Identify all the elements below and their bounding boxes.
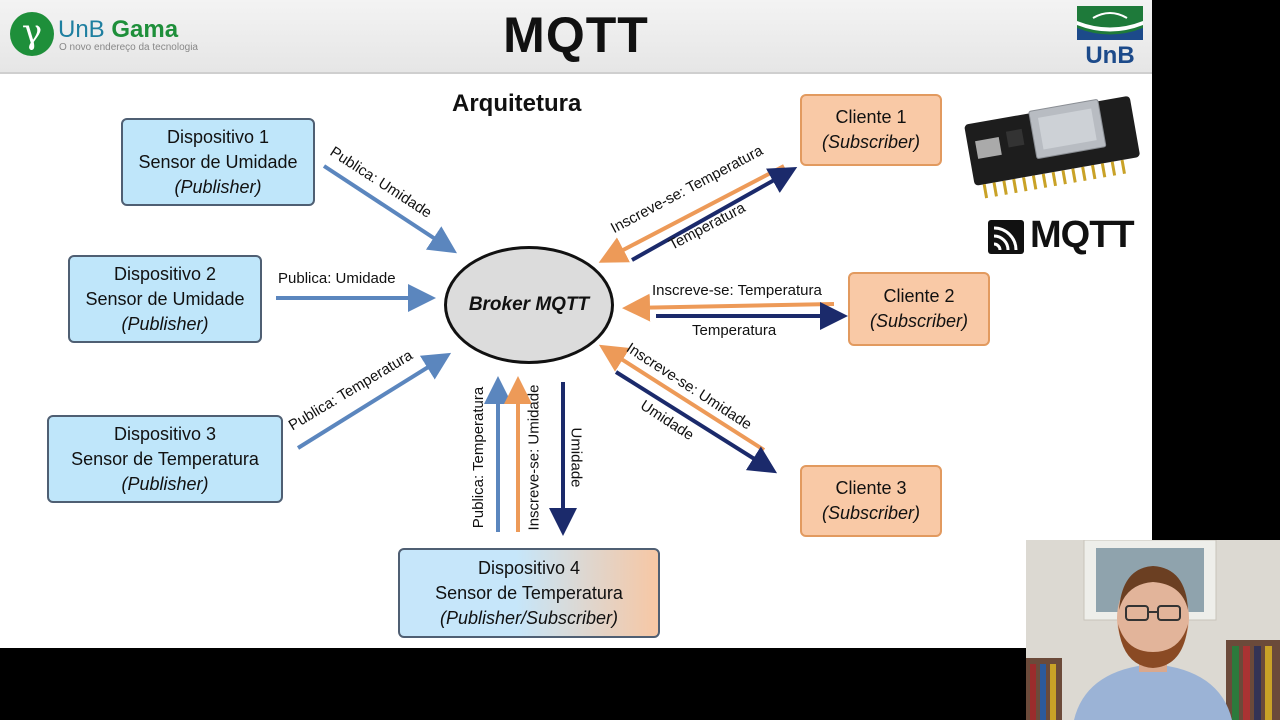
broker-label: Broker MQTT <box>468 294 590 315</box>
client-3-role: (Subscriber) <box>821 503 921 523</box>
device-3-title: Dispositivo 3 <box>113 423 217 444</box>
unb-gama-logo-name: UnB Gama <box>58 16 179 43</box>
label-d2-publish: Publica: Umidade <box>278 270 396 287</box>
unb-gama-logo-icon: γ <box>10 12 54 56</box>
arrow-c1-deliver <box>631 167 798 262</box>
slide-title: MQTT <box>503 7 649 63</box>
client-1-role: (Subscriber) <box>821 132 921 152</box>
slide: γ UnB Gama O novo endereço da tecnologia… <box>0 0 1152 648</box>
diagram-subtitle: Arquitetura <box>452 90 582 117</box>
arrows-layer <box>276 164 848 536</box>
broker-ellipse: Broker MQTT <box>444 246 614 364</box>
device-4-title: Dispositivo 4 <box>477 557 581 578</box>
arrow-c1-subscribe <box>598 164 785 263</box>
device-4-role: (Publisher/Subscriber) <box>439 607 619 628</box>
unb-flag-icon <box>1077 6 1143 40</box>
client-2-box: Cliente 2 (Subscriber) <box>848 272 990 346</box>
device-1-role: (Publisher) <box>174 176 262 197</box>
unb-logo-text: UnB <box>1085 42 1135 69</box>
client-2-title: Cliente 2 <box>883 286 955 306</box>
slide-header: γ UnB Gama O novo endereço da tecnologia… <box>0 0 1152 74</box>
arrow-c3-subscribe <box>598 344 766 452</box>
device-2-sensor: Sensor de Umidade <box>85 288 245 309</box>
mqtt-logo-text: MQTT <box>1030 214 1135 256</box>
device-3-box: Dispositivo 3 Sensor de Temperatura (Pub… <box>47 415 283 503</box>
arrow-c2-subscribe <box>622 293 835 322</box>
presenter-video-icon <box>1026 540 1280 720</box>
device-3-sensor: Sensor de Temperatura <box>71 448 259 469</box>
device-4-sensor: Sensor de Temperatura <box>435 582 623 603</box>
device-4-box: Dispositivo 4 Sensor de Temperatura (Pub… <box>398 548 660 638</box>
client-1-title: Cliente 1 <box>835 107 907 127</box>
client-3-box: Cliente 3 (Subscriber) <box>800 465 942 537</box>
client-3-title: Cliente 3 <box>835 478 907 498</box>
label-c2-subscribe: Inscreve-se: Temperatura <box>652 282 822 299</box>
label-d4-deliver: Umidade <box>567 427 585 488</box>
client-2-role: (Subscriber) <box>869 311 969 331</box>
arrow-d3-publish <box>296 352 452 450</box>
device-1-box: Dispositivo 1 Sensor de Umidade (Publish… <box>121 118 315 206</box>
unb-gama-tagline: O novo endereço da tecnologia <box>59 42 198 53</box>
device-1-sensor: Sensor de Umidade <box>138 151 298 172</box>
device-2-box: Dispositivo 2 Sensor de Umidade (Publish… <box>68 255 262 343</box>
device-2-role: (Publisher) <box>121 313 209 334</box>
device-1-title: Dispositivo 1 <box>166 126 270 147</box>
label-c2-deliver: Temperatura <box>692 322 777 339</box>
device-2-title: Dispositivo 2 <box>113 263 217 284</box>
arrow-c3-deliver <box>614 370 778 474</box>
arrow-d1-publish <box>322 164 458 254</box>
client-1-box: Cliente 1 (Subscriber) <box>800 94 942 166</box>
label-d4-publish: Publica: Temperatura <box>470 386 488 529</box>
mqtt-logo-icon <box>988 220 1024 254</box>
device-3-role: (Publisher) <box>121 473 209 494</box>
label-d4-subscribe: Inscreve-se: Umidade <box>525 384 543 531</box>
esp32-board-icon <box>964 96 1140 199</box>
presenter-webcam <box>1026 540 1280 720</box>
